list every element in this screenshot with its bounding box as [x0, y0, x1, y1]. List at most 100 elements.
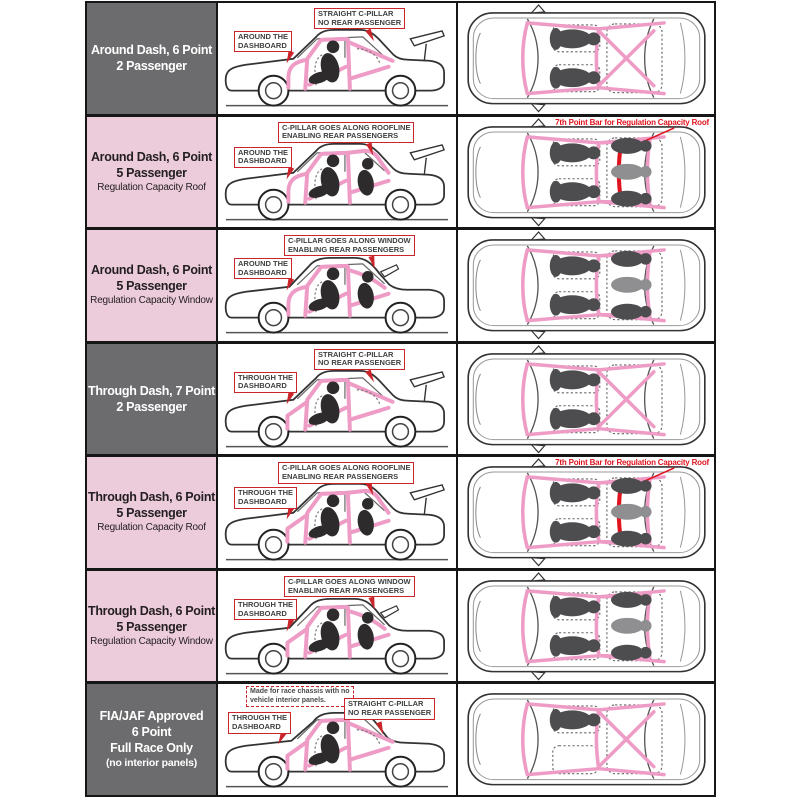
row-title-line: Through Dash, 6 Point — [87, 603, 216, 618]
rear-passenger-figure — [357, 157, 374, 196]
row-title-line: FIA/JAF Approved — [99, 709, 204, 724]
dashboard-callout-line: DASHBOARD — [238, 267, 287, 277]
c-pillar-callout-line: ENABLING REAR PASSENGERS — [288, 585, 405, 595]
top-view-illustration — [467, 344, 706, 454]
row-title-line: Around Dash, 6 Point — [90, 263, 213, 278]
top-view-illustration — [467, 231, 706, 340]
dashboard-callout-line: DASHBOARD — [232, 722, 281, 732]
driver-figure — [308, 40, 340, 84]
row-title-line: Through Dash, 6 Point — [87, 490, 216, 505]
side-view-illustration — [224, 597, 449, 675]
row-subtitle: Regulation Capacity Window — [90, 635, 213, 647]
row-subtitle: (no interior panels) — [105, 757, 198, 770]
dashboard-callout-line: DASHBOARD — [238, 608, 287, 618]
side-view-illustration — [224, 257, 449, 334]
driver-figure — [308, 722, 340, 766]
c-pillar-callout-line: ENABLING REAR PASSENGERS — [282, 131, 399, 141]
dashboard-callout-line: AROUND THE — [238, 147, 288, 157]
row-subtitle: Regulation Capacity Window — [90, 295, 213, 307]
side-view-illustration — [224, 483, 449, 561]
rear-passenger-figure — [357, 611, 374, 650]
side-view-illustration — [224, 712, 449, 789]
driver-figure — [308, 608, 340, 652]
row-subtitle: Regulation Capacity Roof — [97, 181, 206, 193]
dashboard-callout-line: THROUGH THE — [232, 713, 287, 723]
top-view-cell — [458, 684, 714, 796]
row-title-line: 2 Passenger — [116, 399, 187, 414]
top-view-cell — [458, 3, 714, 114]
dashboard-callout-line: AROUND THE — [238, 32, 288, 41]
c-pillar-callout-line: NO REAR PASSENGER — [318, 358, 402, 368]
c-pillar-callout-line: C-PILLAR GOES ALONG ROOFLINE — [282, 463, 411, 473]
driver-figure — [308, 154, 340, 198]
row-title-line: Around Dash, 6 Point — [90, 149, 213, 164]
row-title-line: Through Dash, 7 Point — [87, 383, 216, 398]
top-view-illustration — [467, 117, 706, 227]
row-title-line: Around Dash, 6 Point — [90, 42, 213, 57]
dashboard-callout-line: DASHBOARD — [238, 156, 287, 166]
dashboard-callout-line: DASHBOARD — [238, 381, 287, 391]
seventh-point-bar-note: 7th Point Bar for Regulation Capacity Ro… — [555, 117, 709, 127]
rear-passenger-figure — [357, 498, 374, 536]
c-pillar-callout-line: NO REAR PASSENGER — [318, 17, 402, 27]
seventh-point-bar-note: 7th Point Bar for Regulation Capacity Ro… — [555, 458, 709, 468]
top-view-cell — [458, 343, 714, 455]
c-pillar-callout-line: STRAIGHT C-PILLAR — [318, 9, 394, 18]
driver-figure — [308, 267, 340, 312]
top-view-cell — [458, 570, 714, 682]
race-chassis-note-line: vehicle interior panels. — [250, 696, 326, 704]
row-title-line: 5 Passenger — [116, 279, 187, 294]
row-title-line: 6 Point — [131, 725, 172, 740]
row-title-line: Full Race Only — [110, 741, 193, 756]
c-pillar-callout-line: NO REAR PASSENGER — [348, 708, 432, 718]
row-title-line: 5 Passenger — [116, 619, 187, 634]
driver-figure — [308, 494, 340, 539]
race-chassis-note-line: Made for race chassis with no — [250, 688, 350, 696]
c-pillar-callout-line: C-PILLAR GOES ALONG ROOFLINE — [282, 122, 411, 132]
dashboard-callout-line: THROUGH THE — [238, 488, 293, 498]
top-view-cell — [458, 230, 714, 341]
row-title-line: 5 Passenger — [116, 506, 187, 521]
dashboard-callout-line: DASHBOARD — [238, 496, 287, 506]
side-view-illustration — [224, 142, 449, 221]
side-view-illustration — [224, 369, 449, 448]
c-pillar-callout-line: STRAIGHT C-PILLAR — [348, 699, 424, 709]
row-title-line: 2 Passenger — [116, 58, 187, 73]
top-view-illustration — [467, 4, 706, 113]
driver-figure — [308, 381, 340, 425]
top-view-cell: 7th Point Bar for Regulation Capacity Ro… — [458, 116, 714, 228]
